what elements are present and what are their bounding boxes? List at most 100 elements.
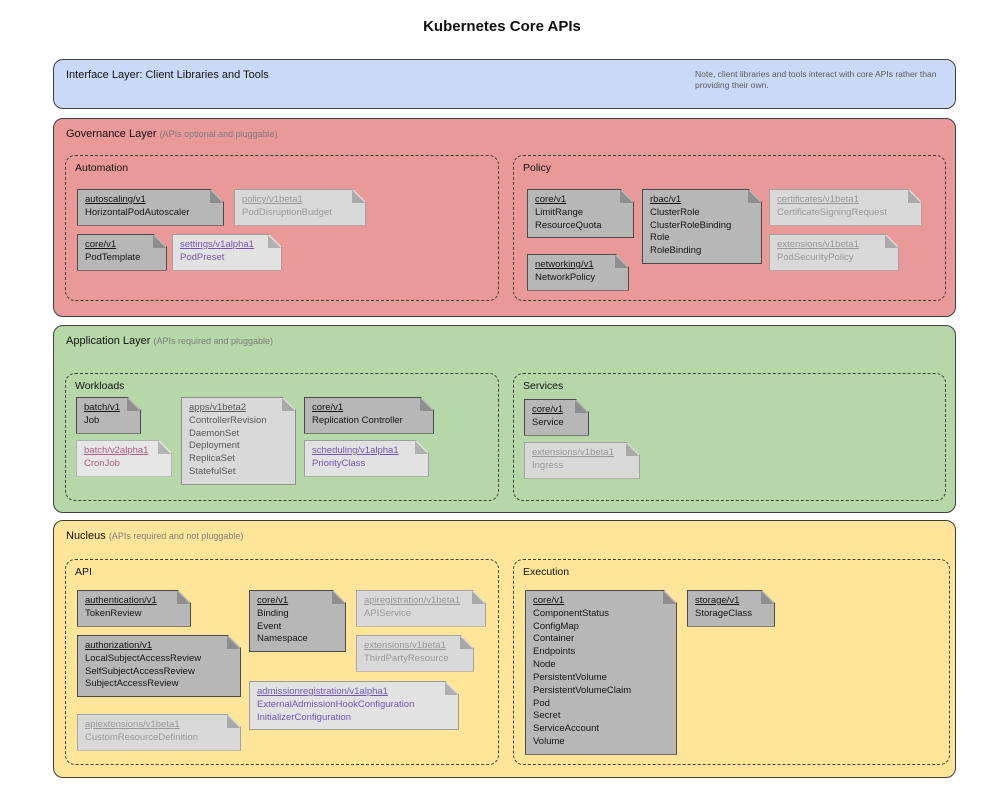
api-resources: Replication Controller bbox=[312, 414, 403, 426]
folded-corner-icon bbox=[663, 591, 676, 604]
folded-corner-icon bbox=[415, 441, 428, 454]
api-card-core-v1-execution: core/v1 ComponentStatus ConfigMap Contai… bbox=[525, 590, 677, 755]
api-card-rbac-v1: rbac/v1 ClusterRole ClusterRoleBinding R… bbox=[642, 189, 762, 264]
governance-layer: Governance Layer (APIs optional and plug… bbox=[53, 118, 956, 317]
folded-corner-icon bbox=[761, 591, 774, 604]
automation-section-label: Automation bbox=[75, 162, 129, 174]
api-group: autoscaling/v1 bbox=[85, 194, 146, 205]
folded-corner-icon bbox=[472, 591, 485, 604]
api-resources: CronJob bbox=[84, 457, 120, 469]
folded-corner-icon bbox=[615, 255, 628, 268]
folded-corner-icon bbox=[210, 190, 223, 203]
api-group: batch/v2alpha1 bbox=[84, 445, 149, 456]
execution-section: Execution core/v1 ComponentStatus Config… bbox=[513, 559, 950, 765]
api-group: certificates/v1beta1 bbox=[777, 194, 859, 205]
folded-corner-icon bbox=[445, 682, 458, 695]
api-group: storage/v1 bbox=[695, 595, 740, 606]
api-resources: CertificateSigningRequest bbox=[777, 206, 887, 218]
api-group: authorization/v1 bbox=[85, 640, 153, 651]
folded-corner-icon bbox=[748, 190, 761, 203]
api-group: extensions/v1beta1 bbox=[532, 447, 614, 458]
api-resources: ThirdPartyResource bbox=[364, 652, 449, 664]
api-group: apps/v1beta2 bbox=[189, 402, 247, 413]
api-group: extensions/v1beta1 bbox=[364, 640, 446, 651]
api-card-batch-v1: batch/v1 Job bbox=[76, 397, 141, 434]
api-group: core/v1 bbox=[535, 194, 567, 205]
governance-layer-title: Governance Layer bbox=[66, 128, 157, 140]
api-section-label: API bbox=[75, 566, 92, 578]
api-group: policy/v1beta1 bbox=[242, 194, 303, 205]
folded-corner-icon bbox=[268, 235, 281, 248]
api-group: core/v1 bbox=[312, 402, 344, 413]
folded-corner-icon bbox=[177, 591, 190, 604]
api-group: settings/v1alpha1 bbox=[180, 239, 254, 250]
api-card-certificates-v1beta1: certificates/v1beta1 CertificateSigningR… bbox=[769, 189, 922, 226]
api-section: API authentication/v1 TokenReview author… bbox=[65, 559, 499, 765]
folded-corner-icon bbox=[332, 591, 345, 604]
nucleus-layer-subtitle: (APIs required and not pluggable) bbox=[108, 531, 244, 541]
api-resources: PriorityClass bbox=[312, 457, 366, 469]
folded-corner-icon bbox=[885, 235, 898, 248]
api-card-core-v1-limitrange: core/v1 LimitRange ResourceQuota bbox=[527, 189, 634, 238]
api-card-autoscaling-v1: autoscaling/v1 HorizontalPodAutoscaler bbox=[77, 189, 224, 226]
api-card-extensions-v1beta1-tpr: extensions/v1beta1 ThirdPartyResource bbox=[356, 635, 474, 672]
api-card-batch-v2alpha1: batch/v2alpha1 CronJob bbox=[76, 440, 172, 477]
nucleus-layer-title: Nucleus bbox=[66, 530, 106, 542]
interface-layer: Interface Layer: Client Libraries and To… bbox=[53, 59, 956, 109]
folded-corner-icon bbox=[158, 441, 171, 454]
folded-corner-icon bbox=[626, 443, 639, 456]
nucleus-layer: Nucleus (APIs required and not pluggable… bbox=[53, 520, 956, 778]
diagram-title: Kubernetes Core APIs bbox=[423, 18, 581, 35]
execution-section-label: Execution bbox=[523, 566, 570, 578]
api-group: rbac/v1 bbox=[650, 194, 682, 205]
api-group: scheduling/v1alpha1 bbox=[312, 445, 399, 456]
folded-corner-icon bbox=[460, 636, 473, 649]
api-resources: ControllerRevision DaemonSet Deployment … bbox=[189, 414, 267, 478]
api-card-apiregistration-v1beta1: apiregistration/v1beta1 APIService bbox=[356, 590, 486, 627]
api-resources: PodDisruptionBudget bbox=[242, 206, 332, 218]
api-group: apiextensions/v1beta1 bbox=[85, 719, 180, 730]
api-group: extensions/v1beta1 bbox=[777, 239, 859, 250]
api-card-scheduling-v1alpha1: scheduling/v1alpha1 PriorityClass bbox=[304, 440, 429, 477]
api-group: networking/v1 bbox=[535, 259, 594, 270]
api-resources: ComponentStatus ConfigMap Container Endp… bbox=[533, 607, 632, 747]
interface-layer-label: Interface Layer: Client Libraries and To… bbox=[66, 69, 269, 81]
api-group: core/v1 bbox=[85, 239, 117, 250]
api-resources: Ingress bbox=[532, 459, 564, 471]
api-card-core-v1-binding: core/v1 Binding Event Namespace bbox=[249, 590, 346, 652]
api-card-core-v1-replicationcontroller: core/v1 Replication Controller bbox=[304, 397, 434, 434]
api-resources: LimitRange ResourceQuota bbox=[535, 206, 602, 231]
api-card-settings-v1alpha1: settings/v1alpha1 PodPreset bbox=[172, 234, 282, 271]
services-section-label: Services bbox=[523, 380, 564, 392]
folded-corner-icon bbox=[227, 715, 240, 728]
api-resources: Job bbox=[84, 414, 100, 426]
api-resources: CustomResourceDefinition bbox=[85, 731, 198, 743]
policy-section-label: Policy bbox=[523, 162, 552, 174]
api-resources: ClusterRole ClusterRoleBinding Role Role… bbox=[650, 206, 732, 257]
api-card-admissionregistration-v1alpha1: admissionregistration/v1alpha1 ExternalA… bbox=[249, 681, 459, 730]
automation-section: Automation autoscaling/v1 HorizontalPodA… bbox=[65, 155, 499, 301]
folded-corner-icon bbox=[575, 400, 588, 413]
api-card-extensions-v1beta1-ingress: extensions/v1beta1 Ingress bbox=[524, 442, 640, 479]
folded-corner-icon bbox=[352, 190, 365, 203]
api-resources: PodSecurityPolicy bbox=[777, 251, 854, 263]
folded-corner-icon bbox=[282, 398, 295, 411]
services-section: Services core/v1 Service extensions/v1be… bbox=[513, 373, 946, 501]
governance-layer-subtitle: (APIs optional and pluggable) bbox=[159, 129, 278, 139]
api-card-extensions-v1beta1-psp: extensions/v1beta1 PodSecurityPolicy bbox=[769, 234, 899, 271]
workloads-section-label: Workloads bbox=[75, 380, 125, 392]
api-group: authentication/v1 bbox=[85, 595, 157, 606]
api-group: apiregistration/v1beta1 bbox=[364, 595, 461, 606]
api-resources: StorageClass bbox=[695, 607, 753, 619]
api-card-policy-v1beta1: policy/v1beta1 PodDisruptionBudget bbox=[234, 189, 366, 226]
api-resources: HorizontalPodAutoscaler bbox=[85, 206, 190, 218]
folded-corner-icon bbox=[153, 235, 166, 248]
folded-corner-icon bbox=[908, 190, 921, 203]
application-layer-label: Application Layer (APIs required and plu… bbox=[66, 335, 273, 347]
application-layer: Application Layer (APIs required and plu… bbox=[53, 325, 956, 513]
api-card-authorization-v1: authorization/v1 LocalSubjectAccessRevie… bbox=[77, 635, 241, 697]
api-resources: Binding Event Namespace bbox=[257, 607, 308, 645]
api-group: batch/v1 bbox=[84, 402, 120, 413]
api-resources: Service bbox=[532, 416, 564, 428]
